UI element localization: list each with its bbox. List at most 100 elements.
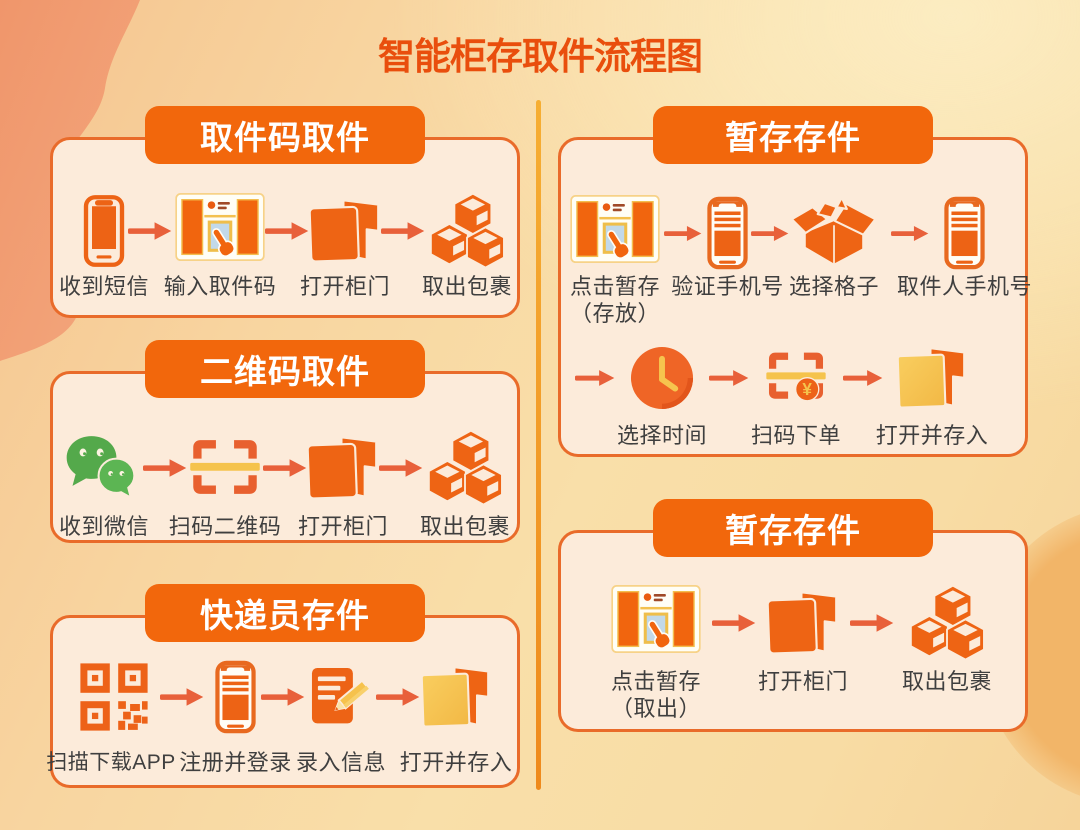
qr-pay-icon bbox=[763, 339, 829, 417]
qr-scan-icon bbox=[187, 429, 263, 507]
step-label: 打开柜门 bbox=[299, 274, 391, 299]
step-label: 打开并存入 bbox=[399, 750, 513, 775]
step-receive-wechat: 收到微信 bbox=[59, 429, 149, 539]
arrow-right-icon bbox=[891, 194, 929, 272]
step-take-parcel: 取出包裹 bbox=[420, 429, 510, 539]
arrow-right-icon bbox=[261, 658, 305, 736]
arrow-right-icon bbox=[160, 658, 204, 736]
panel-tab-label: 取件码取件 bbox=[200, 119, 370, 156]
phone-app-icon bbox=[943, 194, 986, 272]
step-take-parcel: 取出包裹 bbox=[422, 192, 512, 299]
page-title: 智能柜存取件流程图 bbox=[378, 36, 703, 77]
arrow-right-icon bbox=[381, 192, 425, 270]
panel-tab-label: 快递员存件 bbox=[200, 597, 370, 634]
arrow-right-icon bbox=[575, 339, 615, 417]
cabinet-yellow-icon bbox=[421, 658, 491, 736]
step-open-door: 打开柜门 bbox=[300, 192, 390, 299]
cabinet-door-icon bbox=[307, 429, 379, 507]
panel-temp-storage-pickup: 暂存存件点击暂存（取出）打开柜门取出包裹 bbox=[558, 499, 1028, 732]
panel-pickup-by-qr: 二维码取件收到微信扫码二维码打开柜门 取出包裹 bbox=[50, 340, 520, 543]
panel-tab-pickup-by-code: 取件码取件 bbox=[145, 106, 425, 164]
step-label: 扫码二维码 bbox=[168, 514, 282, 539]
cabinet-door-icon bbox=[309, 192, 381, 270]
step-label: 选择格子 bbox=[788, 274, 880, 299]
arrow-right-icon bbox=[128, 192, 172, 270]
panel-tab-label: 二维码取件 bbox=[200, 353, 370, 390]
step-label: 打开柜门 bbox=[297, 514, 389, 539]
locker-kiosk-icon bbox=[611, 584, 701, 662]
step-open-door: 打开柜门 bbox=[298, 429, 388, 539]
step-label: 选择时间 bbox=[616, 423, 708, 448]
cabinet-door-icon bbox=[767, 584, 839, 662]
step-label: 打开柜门 bbox=[757, 669, 849, 694]
step-label: 输入取件码 bbox=[163, 274, 277, 299]
wechat-icon bbox=[65, 429, 143, 507]
step-label: 注册并登录 bbox=[179, 750, 292, 775]
step-label: 取出包裹 bbox=[421, 274, 513, 299]
step-recipient-phone: 取件人手机号 bbox=[897, 194, 1032, 299]
arrow-right-icon bbox=[263, 429, 307, 507]
step-label: 收到短信 bbox=[58, 274, 150, 299]
step-receive-sms: 收到短信 bbox=[59, 192, 149, 299]
parcel-boxes-icon bbox=[423, 429, 507, 507]
step-label: 取件人手机号 bbox=[896, 274, 1033, 299]
step-enter-code: 输入取件码 bbox=[164, 192, 276, 299]
arrow-right-icon bbox=[265, 192, 309, 270]
step-register-login: 注册并登录 bbox=[179, 658, 291, 775]
panel-tab-label: 暂存存件 bbox=[725, 512, 861, 549]
arrow-right-icon bbox=[379, 429, 423, 507]
arrow-right-icon bbox=[376, 658, 420, 736]
step-verify-phone: 验证手机号 bbox=[671, 194, 783, 299]
step-label: 点击暂存 bbox=[610, 669, 702, 694]
step-open-door: 打开柜门 bbox=[758, 584, 848, 694]
step-scan-qr: 扫码二维码 bbox=[169, 429, 281, 539]
panel-pickup-by-code: 取件码取件收到短信输入取件码打开柜门 取出包裹 bbox=[50, 106, 520, 318]
step-label: 录入信息 bbox=[295, 750, 387, 775]
arrow-right-icon bbox=[709, 339, 749, 417]
cabinet-yellow-icon bbox=[897, 339, 967, 417]
step-tap-retrieve: 点击暂存（取出） bbox=[611, 584, 701, 721]
step-label-line2: （取出） bbox=[610, 696, 702, 721]
column-divider bbox=[536, 100, 541, 790]
panel-tab-pickup-by-qr: 二维码取件 bbox=[145, 340, 425, 398]
locker-kiosk-icon bbox=[570, 194, 660, 272]
step-label: 扫描下载APP bbox=[46, 751, 176, 774]
step-choose-time: 选择时间 bbox=[617, 339, 707, 448]
arrow-right-icon bbox=[143, 429, 187, 507]
arrow-right-icon bbox=[843, 339, 883, 417]
open-box-icon bbox=[791, 194, 877, 272]
step-scan-order: 扫码下单 bbox=[751, 339, 841, 448]
step-enter-info: 录入信息 bbox=[296, 658, 386, 775]
qr-code-icon bbox=[79, 658, 149, 736]
panel-tab-temp-storage-pickup: 暂存存件 bbox=[653, 499, 933, 557]
panel-tab-courier-deposit: 快递员存件 bbox=[145, 584, 425, 642]
step-label-line2: （存放） bbox=[569, 301, 661, 326]
panel-tab-label: 暂存存件 bbox=[725, 119, 861, 156]
step-open-deposit: 打开并存入 bbox=[876, 339, 988, 448]
step-label: 点击暂存 bbox=[569, 274, 661, 299]
panel-tab-temp-storage: 暂存存件 bbox=[653, 106, 933, 164]
step-choose-cell: 选择格子 bbox=[789, 194, 879, 299]
step-take-parcel: 取出包裹 bbox=[902, 584, 992, 694]
panel-temp-storage-deposit: 暂存存件点击暂存（存放） 验证手机号选择格子取件人手机号选择时间 扫码下单 打开并存入 bbox=[558, 106, 1032, 457]
step-label: 收到微信 bbox=[58, 514, 150, 539]
phone-app-icon bbox=[706, 194, 749, 272]
step-label: 取出包裹 bbox=[901, 669, 993, 694]
phone-app-icon bbox=[214, 658, 257, 736]
clock-icon bbox=[629, 339, 695, 417]
step-scan-download: 扫描下载APP bbox=[46, 658, 175, 774]
document-pencil-icon bbox=[308, 658, 374, 736]
step-label: 取出包裹 bbox=[419, 514, 511, 539]
locker-kiosk-icon bbox=[175, 192, 265, 270]
parcel-boxes-icon bbox=[905, 584, 989, 662]
step-open-deposit: 打开并存入 bbox=[400, 658, 512, 775]
arrow-right-icon bbox=[664, 194, 702, 272]
arrow-right-icon bbox=[751, 194, 789, 272]
step-label: 扫码下单 bbox=[750, 423, 842, 448]
phone-icon bbox=[83, 192, 125, 270]
arrow-right-icon bbox=[712, 584, 756, 662]
step-label: 打开并存入 bbox=[875, 423, 989, 448]
arrow-right-icon bbox=[850, 584, 894, 662]
step-label: 验证手机号 bbox=[671, 274, 784, 299]
